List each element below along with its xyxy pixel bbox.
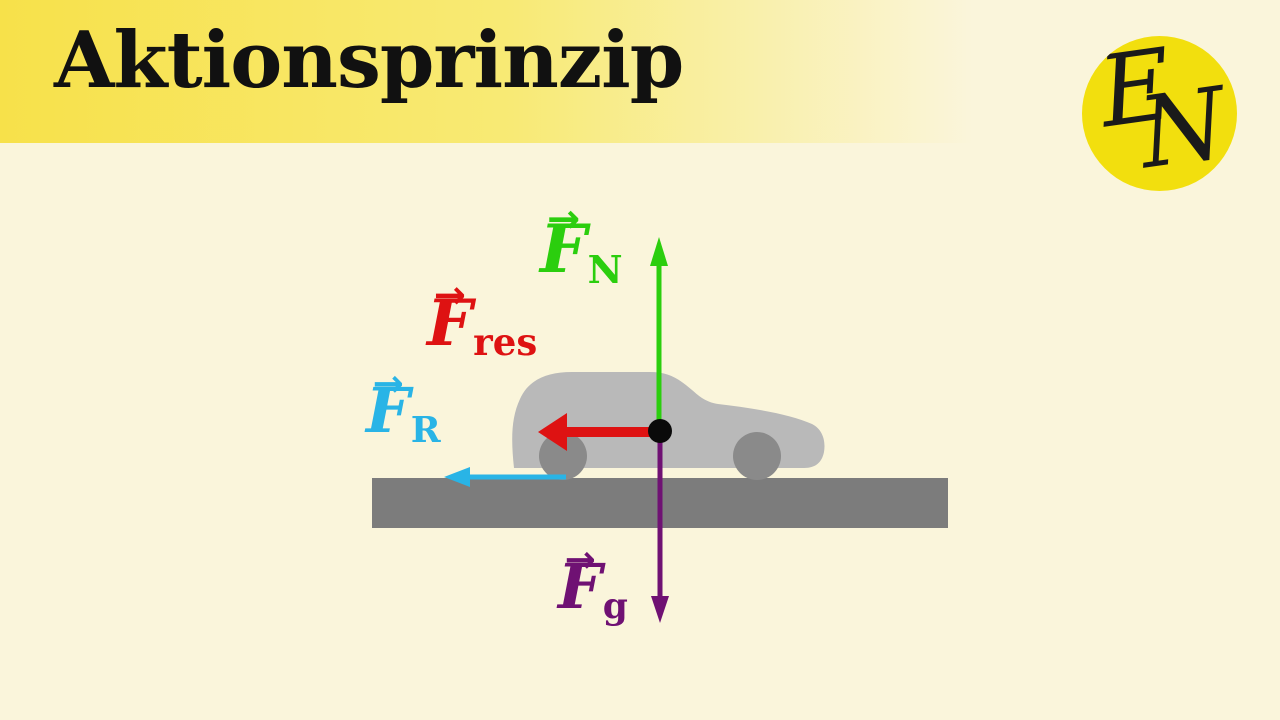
- friction-force-label: →FR: [366, 364, 441, 452]
- force-subscript: g: [602, 585, 628, 628]
- channel-logo: E N: [1082, 36, 1237, 191]
- normal-force-head: [650, 237, 668, 266]
- center-of-mass-dot: [648, 419, 672, 443]
- gravity-force-label: →Fg: [558, 540, 628, 628]
- friction-force-head: [444, 467, 470, 487]
- header-bar: Aktionsprinzip: [0, 0, 1280, 143]
- vector-arrow-icon: →: [372, 361, 404, 406]
- force-subscript: R: [410, 409, 441, 452]
- gravity-force-arrow: [651, 431, 669, 623]
- force-symbol: F: [540, 210, 587, 288]
- resulting-force-label: →Fres: [427, 276, 538, 365]
- force-subscript: N: [587, 247, 623, 293]
- force-subscript: res: [473, 320, 538, 365]
- resulting-force-arrow: [538, 413, 660, 451]
- vector-arrow-icon: →: [433, 272, 467, 318]
- vector-arrow-icon: →: [547, 196, 581, 243]
- normal-force-arrow: [650, 237, 668, 431]
- force-symbol: F: [558, 550, 603, 623]
- normal-force-label: →FN: [540, 200, 623, 293]
- page-title: Aktionsprinzip: [54, 15, 684, 106]
- front-wheel: [733, 432, 781, 480]
- friction-force-arrow: [444, 467, 566, 487]
- gravity-force-head: [651, 596, 669, 623]
- force-symbol: F: [427, 286, 473, 361]
- rear-wheel: [539, 432, 587, 480]
- force-symbol: F: [366, 374, 411, 447]
- resulting-force-head: [538, 413, 567, 451]
- vector-arrow-icon: →: [564, 537, 596, 582]
